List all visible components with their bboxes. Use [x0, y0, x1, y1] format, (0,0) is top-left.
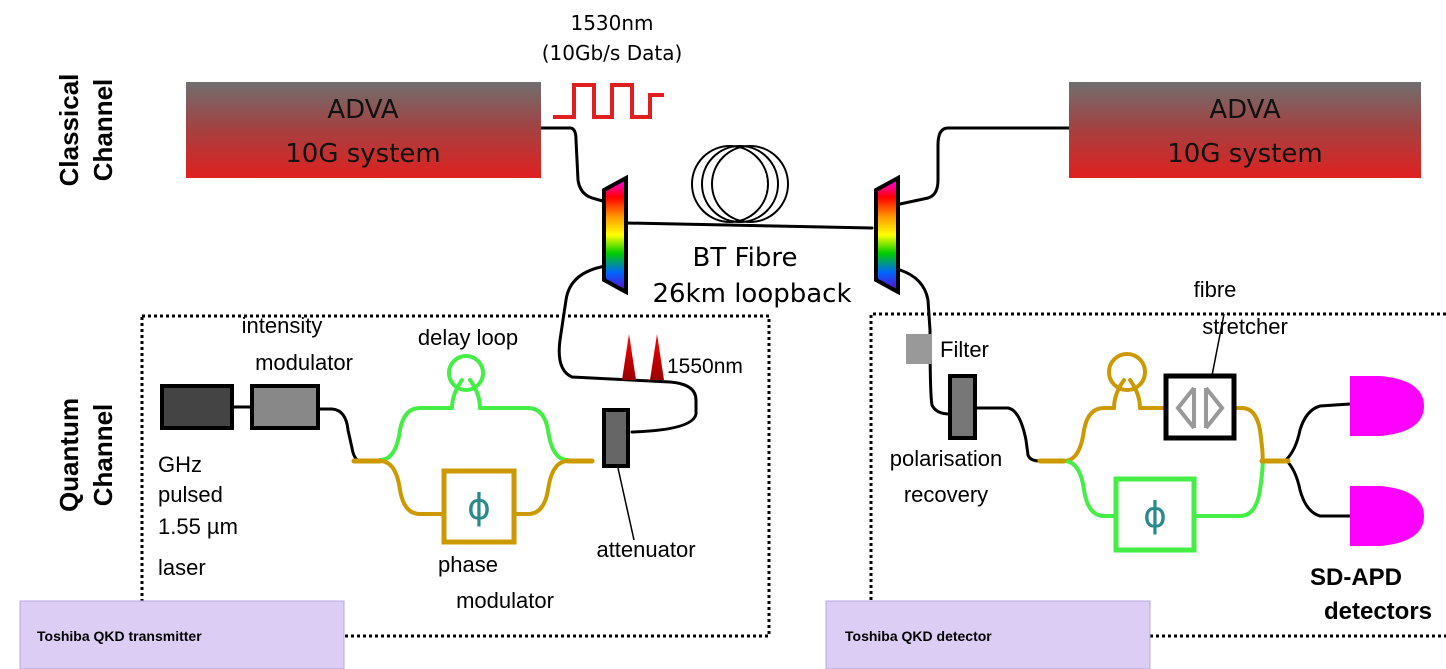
quantum-channel-label: Quantum Channel [54, 398, 118, 512]
delay-loop-label: delay loop [418, 325, 518, 350]
transmitter-caption-text: Toshiba QKD transmitter [37, 628, 202, 644]
phase-symbol-tx: ϕ [467, 487, 491, 528]
sd-apd-upper [1350, 376, 1424, 436]
phase-symbol-rx: ϕ [1143, 495, 1167, 536]
classical-label-line2: Channel [88, 79, 118, 182]
detector-enclosure [869, 312, 1446, 638]
adva-right-line2: 10G system [1167, 139, 1323, 169]
square-wave-icon [553, 83, 664, 119]
classical-fibres [539, 126, 1071, 230]
sd-apd-label-line2: detectors [1324, 598, 1432, 625]
sd-apd-lower [1350, 486, 1424, 546]
quantum-wavelength-label: 1550nm [667, 355, 743, 378]
sd-apd-label-line1: SD-APD [1310, 564, 1402, 591]
laser-label-line4: laser [158, 555, 206, 580]
attenuator-label: attenuator [596, 537, 695, 562]
transmitter-interferometer [351, 354, 595, 516]
intensity-modulator-box [250, 384, 320, 430]
detector-caption-text: Toshiba QKD detector [845, 628, 992, 644]
intensity-label-line2: modulator [255, 350, 353, 375]
attenuator-box [602, 408, 630, 468]
fibre-stretcher-box [1163, 373, 1237, 441]
classical-rate: (10Gb/s Data) [542, 41, 683, 65]
adva-right-box: ADVA 10G system [1069, 82, 1421, 178]
detector-interferometer [1037, 352, 1291, 518]
fibre-spool [691, 145, 789, 223]
intensity-label-line1: intensity [242, 313, 323, 338]
adva-left-line1: ADVA [327, 95, 398, 125]
stretcher-label-line2: stretcher [1202, 314, 1288, 339]
transmitter-enclosure [140, 314, 771, 638]
polarisation-label-line1: polarisation [890, 446, 1003, 471]
adva-right-line1: ADVA [1209, 95, 1280, 125]
laser-label-line1: GHz [158, 452, 202, 477]
phase-modulator-box [441, 468, 517, 545]
classical-label-line1: Classical [54, 74, 84, 187]
classical-channel-label: Classical Channel [54, 74, 118, 187]
adva-left-line2: 10G system [285, 139, 441, 169]
phase-modulator-label-line1: phase [438, 552, 498, 577]
laser-box [160, 384, 234, 430]
classical-wavelength: 1530nm [570, 11, 653, 35]
quantum-pulse-icon [622, 334, 664, 380]
quantum-label-line2: Channel [88, 404, 118, 507]
wdm-right [874, 174, 900, 296]
classical-pulse: 1530nm (10Gb/s Data) [542, 11, 683, 119]
phase-modulator-label-line2: modulator [456, 588, 554, 613]
loopback-label: 26km loopback [652, 279, 851, 309]
transmitter-caption: Toshiba QKD transmitter [19, 600, 345, 669]
phase-box-detector [1113, 476, 1197, 553]
laser-label-line3: 1.55 µm [158, 514, 238, 539]
wdm-left [602, 174, 628, 296]
bt-fibre-label: BT Fibre [693, 243, 798, 273]
stretcher-label-line1: fibre [1194, 277, 1237, 302]
polarisation-label-line2: recovery [904, 482, 988, 507]
filter-box [906, 334, 932, 364]
adva-left-box: ADVA 10G system [186, 82, 541, 178]
laser-label-line2: pulsed [158, 482, 223, 507]
polarisation-controller-box [948, 374, 977, 440]
attenuator-pointer [617, 467, 635, 541]
quantum-label-line1: Quantum [54, 398, 84, 512]
filter-label: Filter [940, 337, 989, 362]
detector-caption: Toshiba QKD detector [825, 600, 1151, 669]
